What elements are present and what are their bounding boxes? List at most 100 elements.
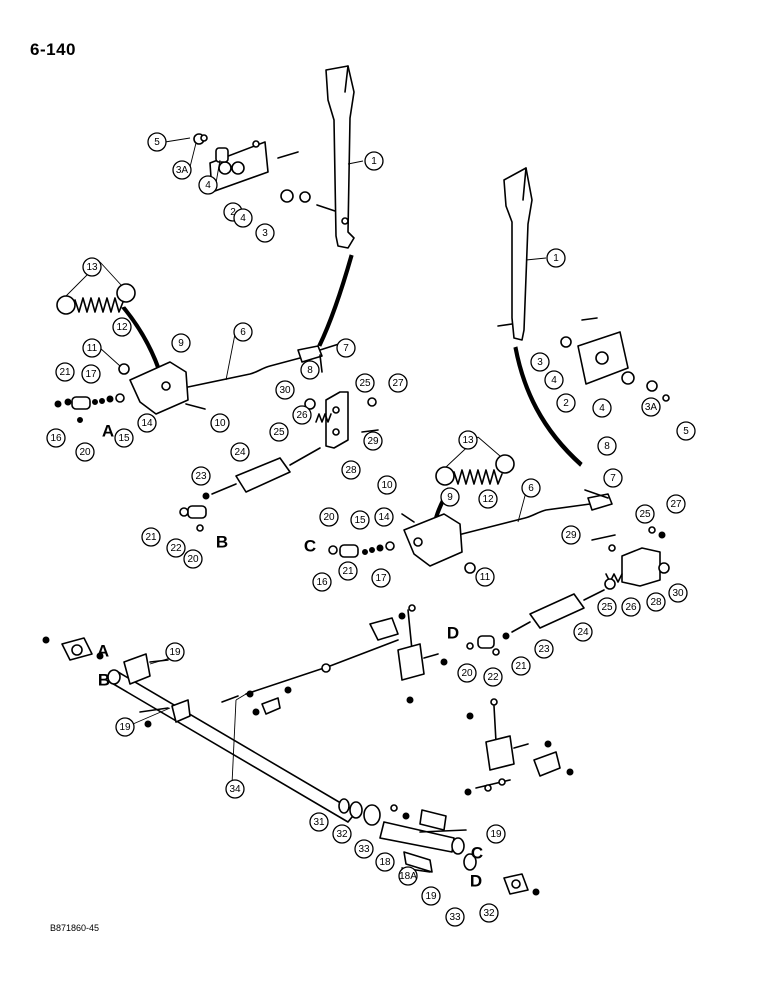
page-number: 6-140 — [30, 40, 76, 59]
svg-text:20: 20 — [187, 554, 199, 565]
callout-13: 13 — [82, 257, 102, 277]
callout-8: 8 — [597, 436, 617, 456]
callout-17: 17 — [371, 568, 391, 588]
svg-text:27: 27 — [392, 378, 404, 389]
svg-text:32: 32 — [336, 829, 348, 840]
svg-text:3: 3 — [262, 228, 268, 239]
svg-text:24: 24 — [234, 447, 246, 458]
svg-text:21: 21 — [59, 367, 71, 378]
svg-text:34: 34 — [229, 784, 241, 795]
svg-text:21: 21 — [515, 661, 527, 672]
svg-text:14: 14 — [378, 512, 390, 523]
left-cable-24 — [179, 447, 321, 532]
svg-text:17: 17 — [375, 573, 387, 584]
svg-text:6: 6 — [528, 483, 534, 494]
leader-lines — [65, 137, 547, 785]
svg-text:23: 23 — [538, 644, 550, 655]
callout-2: 2 — [556, 393, 576, 413]
callout-3: 3 — [255, 223, 275, 243]
callout-4: 4 — [592, 398, 612, 418]
callout-26: 26 — [621, 597, 641, 617]
svg-text:12: 12 — [116, 322, 128, 333]
callout-9: 9 — [440, 487, 460, 507]
svg-text:4: 4 — [551, 375, 557, 386]
svg-text:8: 8 — [604, 441, 610, 452]
callout-30: 30 — [668, 583, 688, 603]
svg-text:4: 4 — [599, 403, 605, 414]
svg-text:25: 25 — [601, 602, 613, 613]
svg-text:22: 22 — [170, 543, 182, 554]
callout-20: 20 — [75, 442, 95, 462]
svg-text:18: 18 — [379, 857, 391, 868]
callout-33: 33 — [445, 907, 465, 927]
left-bellcrank — [118, 361, 206, 415]
callout-34: 34 — [225, 779, 245, 799]
right-bracket-28 — [591, 526, 670, 587]
callout-1: 1 — [546, 248, 566, 268]
right-bellcrank-hardware — [328, 541, 395, 569]
callout-29: 29 — [363, 431, 383, 451]
reference-letter-c: C — [471, 844, 483, 863]
reference-letter-d: D — [447, 624, 459, 643]
left-lever — [325, 65, 355, 249]
callout-20: 20 — [183, 549, 203, 569]
callout-7: 7 — [603, 468, 623, 488]
svg-text:3: 3 — [537, 357, 543, 368]
lower-clevis-bracket — [464, 698, 574, 796]
right-spring — [435, 454, 515, 486]
callout-5: 5 — [676, 421, 696, 441]
svg-text:14: 14 — [141, 418, 153, 429]
callout-21: 21 — [55, 362, 75, 382]
svg-text:5: 5 — [683, 426, 689, 437]
svg-text:26: 26 — [296, 410, 308, 421]
callout-30: 30 — [275, 380, 295, 400]
callout-15: 15 — [350, 510, 370, 530]
right-lever — [497, 167, 533, 341]
svg-text:20: 20 — [79, 447, 91, 458]
callout-6: 6 — [521, 478, 541, 498]
svg-text:16: 16 — [50, 433, 62, 444]
svg-text:19: 19 — [425, 891, 437, 902]
svg-text:16: 16 — [316, 577, 328, 588]
svg-text:21: 21 — [145, 532, 157, 543]
callout-7: 7 — [336, 338, 356, 358]
right-bellcrank — [401, 513, 476, 574]
reference-letter-a: A — [102, 422, 114, 441]
upper-clevis-bracket — [397, 604, 448, 704]
svg-text:15: 15 — [118, 433, 130, 444]
callout-3a: 3A — [172, 160, 192, 180]
callout-8: 8 — [300, 360, 320, 380]
callout-18: 18 — [375, 852, 395, 872]
svg-text:29: 29 — [367, 436, 379, 447]
svg-text:27: 27 — [670, 499, 682, 510]
callout-15: 15 — [114, 428, 134, 448]
svg-text:11: 11 — [480, 572, 491, 583]
callout-23: 23 — [534, 639, 554, 659]
callout-4: 4 — [233, 208, 253, 228]
callout-16: 16 — [312, 572, 332, 592]
lower-right-tube-18 — [379, 804, 540, 896]
callout-22: 22 — [483, 667, 503, 687]
callout-19: 19 — [115, 717, 135, 737]
right-cable-24 — [466, 573, 623, 656]
svg-text:31: 31 — [313, 817, 325, 828]
callout-25: 25 — [635, 504, 655, 524]
reference-letter-b: B — [98, 671, 110, 690]
callout-19: 19 — [421, 886, 441, 906]
right-rod-6 — [461, 489, 613, 535]
callout-27: 27 — [666, 494, 686, 514]
svg-text:4: 4 — [205, 180, 211, 191]
callout-29: 29 — [561, 525, 581, 545]
svg-text:5: 5 — [154, 137, 160, 148]
callout-20: 20 — [457, 663, 477, 683]
callout-24: 24 — [230, 442, 250, 462]
callout-18a: 18A — [398, 866, 418, 886]
svg-text:30: 30 — [279, 385, 291, 396]
callout-25: 25 — [269, 422, 289, 442]
callout-21: 21 — [511, 656, 531, 676]
svg-text:26: 26 — [625, 602, 637, 613]
svg-text:2: 2 — [230, 207, 236, 218]
svg-text:20: 20 — [323, 512, 335, 523]
callout-21: 21 — [141, 527, 161, 547]
reference-letter-b: B — [216, 533, 228, 552]
